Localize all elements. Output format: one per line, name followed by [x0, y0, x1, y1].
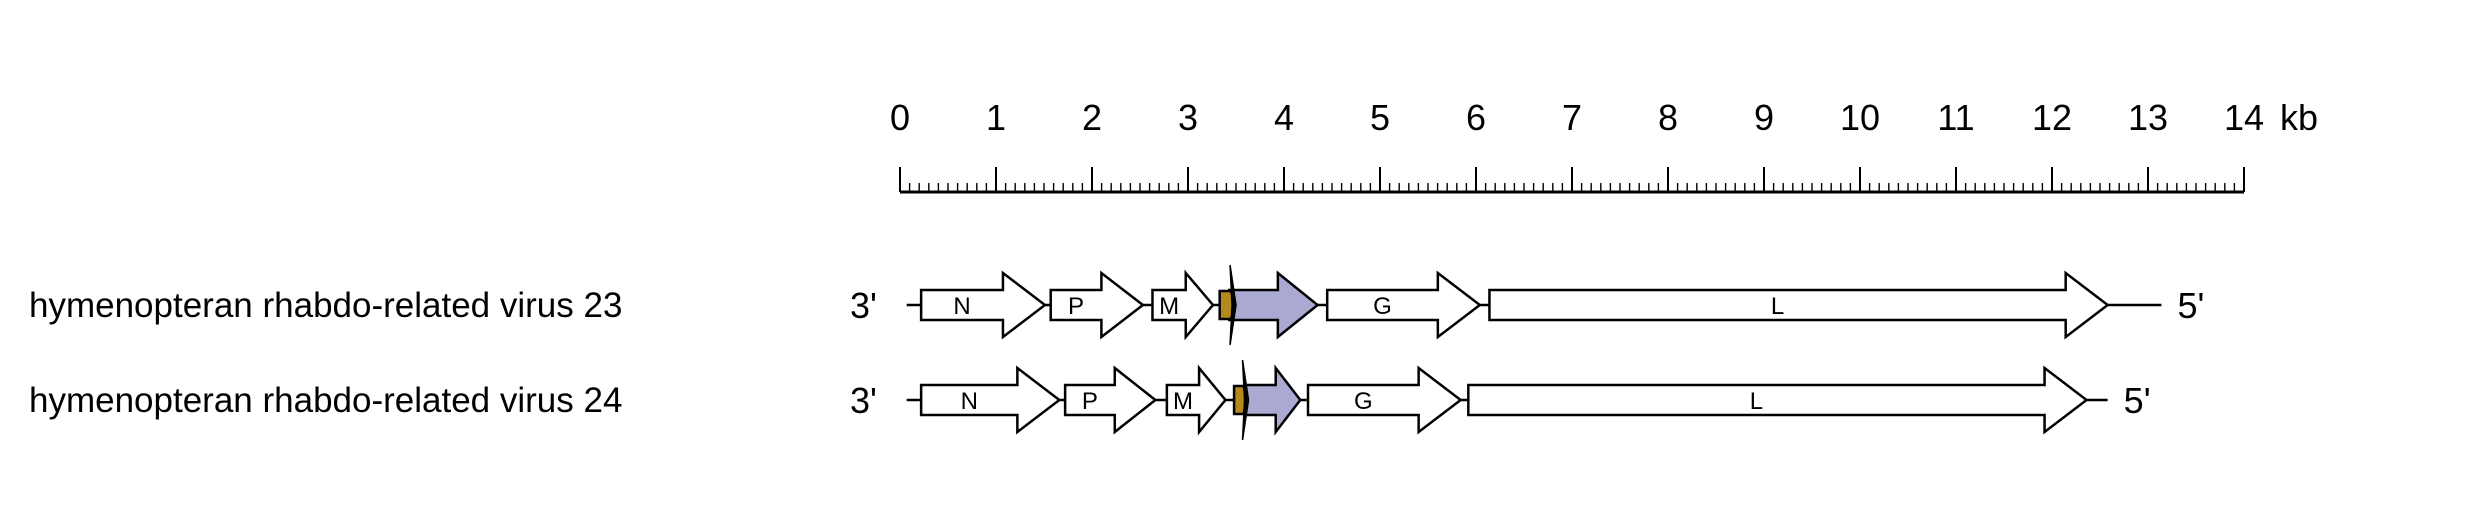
gene-label: G: [1354, 388, 1373, 415]
gene-arrow: [1063, 365, 1158, 435]
genome-row: hymenopteran rhabdo-related virus 23 3' 5'…: [29, 264, 2204, 346]
tick-label: 8: [1658, 97, 1678, 138]
gene-label: M: [1159, 293, 1179, 320]
gene-arrow: [1049, 270, 1145, 340]
gene-arrow: [1151, 269, 1215, 341]
gene-arrow: [919, 270, 1048, 340]
tick-label: 12: [2032, 97, 2072, 138]
gene-label: N: [953, 293, 970, 320]
tick-label: 1: [986, 97, 1006, 138]
end-3-label: 3': [850, 380, 877, 421]
gene-arrow: [1165, 364, 1228, 436]
genome-row: hymenopteran rhabdo-related virus 24 3' 5'…: [29, 359, 2151, 441]
tick-label: 3: [1178, 97, 1198, 138]
tick-label: 2: [1082, 97, 1102, 138]
tick-label: 4: [1274, 97, 1294, 138]
gene-arrow: [1467, 365, 2089, 435]
gene-label: L: [1750, 388, 1763, 415]
gene-arrow: [1488, 270, 2110, 340]
gene-label: M: [1173, 388, 1193, 415]
orf-spike-marker: [1241, 359, 1250, 441]
end-5-label: 5': [2177, 285, 2204, 326]
gene-arrow: [919, 365, 1062, 435]
gene-label: L: [1771, 293, 1784, 320]
genome-name: hymenopteran rhabdo-related virus 23: [29, 286, 622, 325]
tick-label: 14: [2224, 97, 2264, 138]
end-5-label: 5': [2124, 380, 2151, 421]
accessory-gene-arrow: [1244, 364, 1302, 436]
tick-label: 6: [1466, 97, 1486, 138]
gene-label: P: [1082, 388, 1098, 415]
gene-label: N: [961, 388, 978, 415]
end-3-label: 3': [850, 285, 877, 326]
gene-arrow: [1306, 365, 1463, 435]
tick-label: 0: [890, 97, 910, 138]
genome-rows: hymenopteran rhabdo-related virus 23 3' 5'…: [29, 264, 2204, 441]
tick-label: 5: [1370, 97, 1390, 138]
scale-unit: kb: [2280, 97, 2318, 138]
gene-label: P: [1068, 293, 1084, 320]
genome-name: hymenopteran rhabdo-related virus 24: [29, 381, 622, 420]
tick-label: 11: [1937, 97, 1974, 138]
tick-label: 13: [2128, 97, 2168, 138]
accessory-gene-arrow: [1228, 270, 1320, 340]
tick-label: 7: [1562, 97, 1582, 138]
orf-spike-marker: [1229, 264, 1237, 346]
gene-label: G: [1373, 293, 1392, 320]
gene-arrow: [1325, 270, 1482, 340]
tick-label: 9: [1754, 97, 1774, 138]
tick-label: 10: [1840, 97, 1880, 138]
